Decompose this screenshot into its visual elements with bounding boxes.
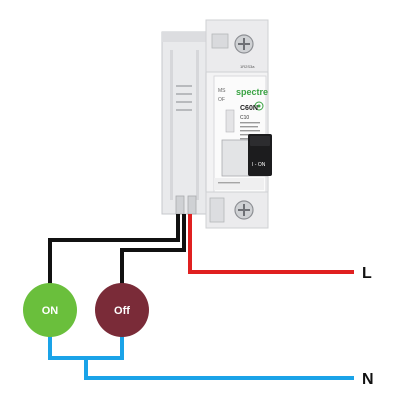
rating-label: C10 — [240, 115, 249, 121]
toggle-state-label: I - ON — [252, 162, 266, 168]
lever-grip — [250, 136, 270, 146]
off-button-circle[interactable] — [95, 283, 149, 337]
lower-mark — [218, 182, 240, 184]
spec-line — [240, 130, 260, 132]
aux-terminal — [187, 195, 197, 215]
aux-rib — [196, 50, 199, 200]
on-button[interactable]: ON — [23, 283, 77, 337]
off-button[interactable]: Off — [95, 283, 149, 337]
on-button-label: ON — [42, 305, 59, 317]
line-terminal-label: L — [362, 265, 372, 282]
brand-label: spectre — [236, 87, 268, 97]
aux-top-edge — [162, 32, 208, 42]
aux-mark — [176, 101, 192, 103]
brand-logo-icon — [254, 101, 264, 111]
aux-terminal — [175, 195, 185, 215]
off-button-label: Off — [114, 305, 130, 317]
control-wire-on — [48, 214, 180, 284]
aux-mark — [176, 85, 192, 87]
aux-rib — [170, 50, 173, 200]
auxiliary-contact-module — [161, 31, 209, 215]
line-wire — [188, 214, 354, 274]
on-button-circle[interactable] — [23, 283, 77, 337]
spec-line — [240, 134, 256, 136]
lower-label-area — [214, 178, 264, 190]
spec-line — [240, 122, 260, 124]
of-label: OF — [218, 97, 225, 103]
neutral-terminal-label: N — [362, 371, 374, 388]
control-wire-off — [120, 214, 186, 284]
model-label: C60N — [240, 105, 258, 112]
bottom-clip — [209, 197, 225, 223]
ms-label: MS — [218, 88, 226, 94]
neutral-wire-off — [86, 336, 124, 360]
aux-mark — [176, 93, 192, 95]
top-tag: 1R2S3a — [240, 64, 255, 69]
status-window — [225, 109, 235, 133]
top-clip — [211, 33, 229, 49]
aux-mark — [176, 109, 192, 111]
circuit-breaker: 1R2S3a MS OF spectre C60N C10 I - ON — [161, 19, 272, 229]
spec-line — [240, 126, 258, 128]
